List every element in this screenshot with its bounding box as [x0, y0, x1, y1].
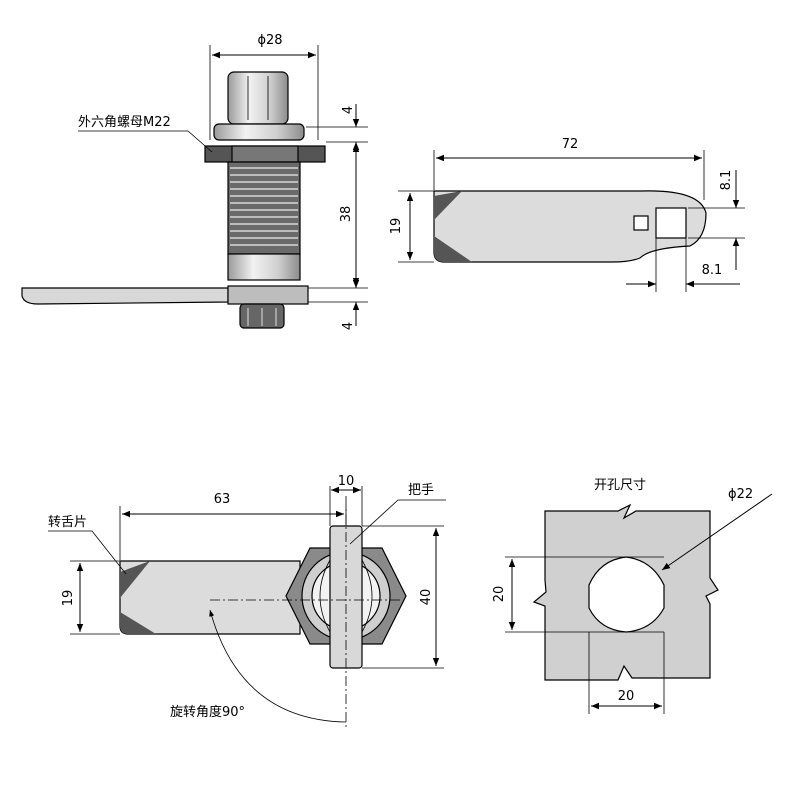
- dim-8-1-vertical: 8.1: [719, 170, 734, 191]
- label-cutout: 开孔尺寸: [594, 478, 646, 493]
- front-view: 63 10 19 40 转舌片 把手 旋转角度90°: [48, 474, 446, 730]
- dim-4-top: 4: [341, 106, 356, 114]
- thread-lines: [230, 167, 298, 246]
- dim-38: 38: [339, 206, 354, 223]
- dim-19-side: 19: [389, 218, 404, 235]
- label-rotation: 旋转角度90°: [170, 704, 245, 720]
- dim-40: 40: [419, 589, 434, 606]
- label-hex-nut: 外六角螺母M22: [78, 115, 171, 130]
- label-handle: 把手: [408, 483, 434, 498]
- threaded-body: [227, 161, 301, 255]
- dim-10: 10: [338, 474, 355, 489]
- front-tongue: [119, 560, 301, 635]
- dim-8-1-horizontal: 8.1: [702, 263, 723, 278]
- cutout-hole: [588, 556, 665, 633]
- side-view: ϕ28 4 38 4 外六角螺母M22: [21, 33, 368, 330]
- tongue-top-view: 72 19 8.1 8.1: [389, 137, 745, 292]
- dim-4-bottom: 4: [341, 322, 356, 330]
- tongue-edge: [21, 287, 229, 305]
- dim-20-vertical: 20: [492, 586, 507, 603]
- panel-cutout-view: 20 20 ϕ22 开孔尺寸: [492, 478, 773, 714]
- label-tongue: 转舌片: [48, 515, 87, 530]
- dim-19-bottom: 19: [61, 590, 76, 607]
- flange-collar: [213, 123, 305, 141]
- dim-20-horizontal: 20: [618, 689, 635, 704]
- dim-63: 63: [214, 492, 231, 507]
- dim-72: 72: [562, 137, 579, 152]
- lower-body: [227, 253, 301, 281]
- knob-head: [227, 71, 289, 125]
- dim-d22: ϕ22: [728, 487, 753, 502]
- square-hole: [633, 215, 649, 231]
- dim-d28: ϕ28: [257, 33, 282, 48]
